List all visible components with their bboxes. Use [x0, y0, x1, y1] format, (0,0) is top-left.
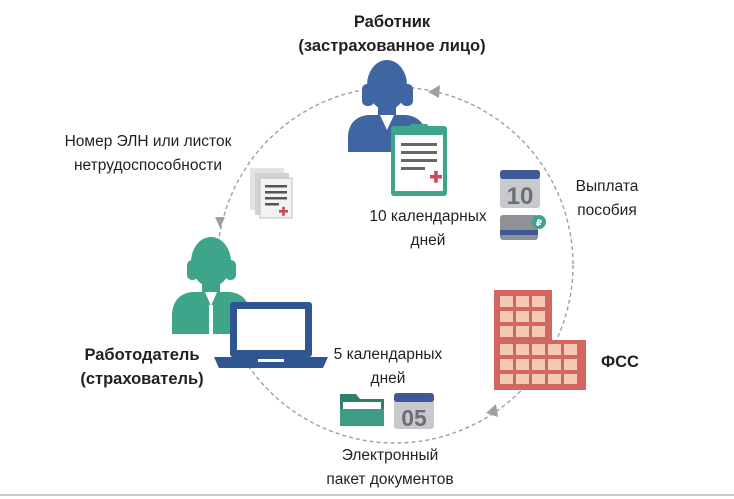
arrow-left-icon: [215, 217, 225, 228]
arrow-top-right-icon: [428, 85, 440, 98]
payment-line2: пособия: [577, 202, 637, 219]
eln-label-line2: нетрудоспособности: [74, 157, 222, 174]
worker-person-icon: [348, 60, 426, 152]
worker-title-line2: (застрахованное лицо): [298, 37, 486, 55]
fss-title: ФСС: [590, 350, 650, 374]
fss-title-text: ФСС: [601, 353, 639, 371]
ten-days-label: 10 календарных дней: [358, 205, 498, 253]
eln-label-line1: Номер ЭЛН или листок: [64, 133, 232, 150]
worker-title-line1: Работник: [353, 13, 431, 31]
five-days-label: 5 календарных дней: [318, 343, 458, 391]
calendar-ten-number: 10: [507, 183, 534, 210]
package-line1: Электронный: [341, 447, 439, 464]
ruble-badge: ₽: [536, 219, 542, 229]
document-stack-icon: [250, 168, 293, 219]
package-line2: пакет документов: [326, 471, 454, 488]
cycle-dashed-circle: [216, 86, 574, 444]
employer-title-line2: (страхователь): [80, 370, 204, 388]
five-days-line1: 5 календарных: [333, 346, 443, 363]
worker-title: Работник (застрахованное лицо): [272, 10, 512, 58]
ten-days-line1: 10 календарных: [369, 208, 487, 225]
package-label: Электронный пакет документов: [300, 444, 480, 492]
arrow-bottom-right-icon: [486, 404, 498, 417]
five-days-line2: дней: [370, 370, 406, 387]
bottom-divider: [0, 494, 734, 496]
wallet-icon: ₽: [500, 215, 546, 240]
employer-title: Работодатель (страхователь): [62, 343, 222, 391]
eln-label: Номер ЭЛН или листок нетрудоспособности: [45, 130, 251, 178]
folder-icon: [340, 394, 384, 426]
calendar-ten-icon: 10: [500, 170, 540, 210]
calendar-five-number: 05: [401, 405, 427, 431]
calendar-five-icon: 05: [394, 393, 434, 431]
sick-leave-clipboard-icon: [391, 124, 447, 196]
laptop-icon: [214, 302, 328, 368]
fss-building-icon: [494, 290, 586, 390]
ten-days-line2: дней: [410, 232, 446, 249]
employer-title-line1: Работодатель: [84, 346, 200, 364]
payment-line1: Выплата: [575, 178, 639, 195]
payment-label: Выплата пособия: [562, 175, 652, 223]
